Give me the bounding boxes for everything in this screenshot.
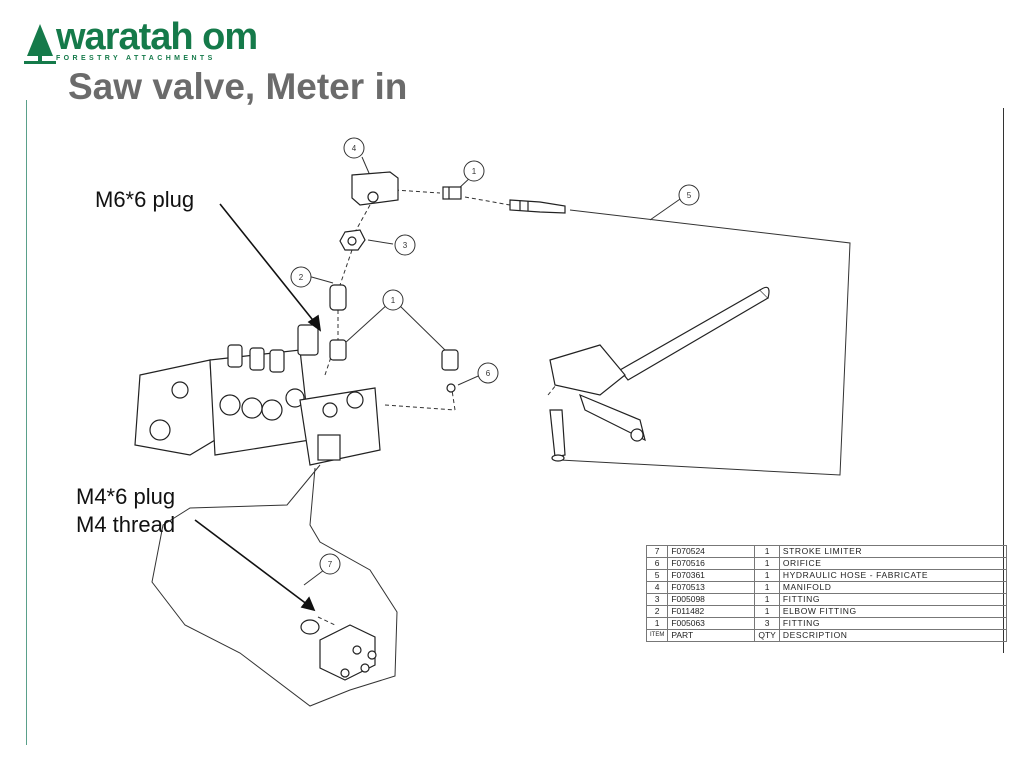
- cell-part: F005063: [667, 617, 756, 630]
- cell-qty: 3: [754, 617, 780, 630]
- left-divider: [26, 100, 27, 745]
- balloon-1b: 1: [382, 289, 404, 311]
- cell-part: F070524: [667, 545, 756, 558]
- cell-item: 1: [645, 617, 669, 630]
- balloon-2: 2: [290, 266, 312, 288]
- balloon-4: 4: [343, 137, 365, 159]
- cell-part: F070516: [667, 557, 756, 570]
- right-border: [1003, 108, 1004, 653]
- cell-item: 4: [645, 581, 669, 594]
- cell-description: ORIFICE: [778, 557, 1007, 570]
- fitting-3-part: [339, 229, 366, 251]
- logo-tagline: FORESTRY ATTACHMENTS: [56, 55, 216, 62]
- cell-qty: 1: [754, 569, 780, 582]
- cell-item: 7: [645, 545, 669, 558]
- cell-part: F070513: [667, 581, 756, 594]
- svg-text:2: 2: [299, 273, 304, 282]
- manifold-part: [351, 171, 399, 206]
- arrow-head-bottom: [300, 596, 316, 612]
- balloon-1a: 1: [463, 160, 485, 182]
- callout-arrow-top: [219, 203, 317, 325]
- balloon-5: 5: [678, 184, 700, 206]
- balloon-6: 6: [477, 362, 499, 384]
- svg-text:3: 3: [403, 241, 408, 250]
- stroke-limiter-part: [300, 619, 377, 681]
- cell-item: 5: [645, 569, 669, 582]
- svg-text:1: 1: [472, 167, 477, 176]
- assembly-lines: [317, 189, 561, 626]
- cell-item: 2: [645, 605, 669, 618]
- cell-qty: 1: [754, 593, 780, 606]
- cell-qty: 1: [754, 581, 780, 594]
- hose-end-part: [509, 199, 566, 214]
- fitting-lower-1: [329, 339, 347, 361]
- cell-description: FITTING: [778, 617, 1007, 630]
- cell-description: STROKE LIMITER: [778, 545, 1007, 558]
- callout-arrow-bottom: [194, 519, 309, 606]
- header-part: PART: [667, 629, 756, 642]
- fitting-part: [442, 186, 462, 200]
- callout-m4-plug: M4*6 plug: [76, 484, 176, 509]
- cell-part: F070361: [667, 569, 756, 582]
- slide-title: Saw valve, Meter in: [68, 66, 408, 107]
- hose-outline: [559, 209, 851, 476]
- svg-text:5: 5: [687, 191, 692, 200]
- svg-text:1: 1: [391, 296, 396, 305]
- arrow-head-top: [307, 314, 322, 332]
- cell-description: FITTING: [778, 593, 1007, 606]
- header-qty: QTY: [754, 629, 780, 642]
- cell-part: F005098: [667, 593, 756, 606]
- cell-qty: 1: [754, 545, 780, 558]
- waratah-logo: waratah om FORESTRY ATTACHMENTS: [24, 16, 269, 68]
- cell-description: HYDRAULIC HOSE - FABRICATE: [778, 569, 1007, 582]
- tree-icon: [24, 24, 56, 64]
- balloon-3: 3: [394, 234, 416, 256]
- callout-m4-thread: M4 thread: [76, 512, 176, 537]
- cell-qty: 1: [754, 605, 780, 618]
- callout-m6-plug: M6*6 plug: [95, 187, 195, 212]
- elbow-fitting-part: [329, 284, 347, 311]
- cell-item: 6: [645, 557, 669, 570]
- detail-outline: [151, 464, 398, 707]
- fitting-lower-2: [441, 349, 459, 393]
- svg-text:4: 4: [352, 144, 357, 153]
- cell-description: ELBOW FITTING: [778, 605, 1007, 618]
- header-description: DESCRIPTION: [778, 629, 1007, 642]
- svg-text:7: 7: [328, 560, 333, 569]
- balloon-7: 7: [319, 553, 341, 575]
- saw-assembly: [549, 286, 770, 462]
- cell-description: MANIFOLD: [778, 581, 1007, 594]
- valve-block: [134, 324, 381, 466]
- cell-qty: 1: [754, 557, 780, 570]
- cell-part: F011482: [667, 605, 756, 618]
- svg-text:6: 6: [486, 369, 491, 378]
- logo-wordmark: waratah om: [56, 16, 258, 58]
- header-item: ITEM: [645, 629, 669, 642]
- cell-item: 3: [645, 593, 669, 606]
